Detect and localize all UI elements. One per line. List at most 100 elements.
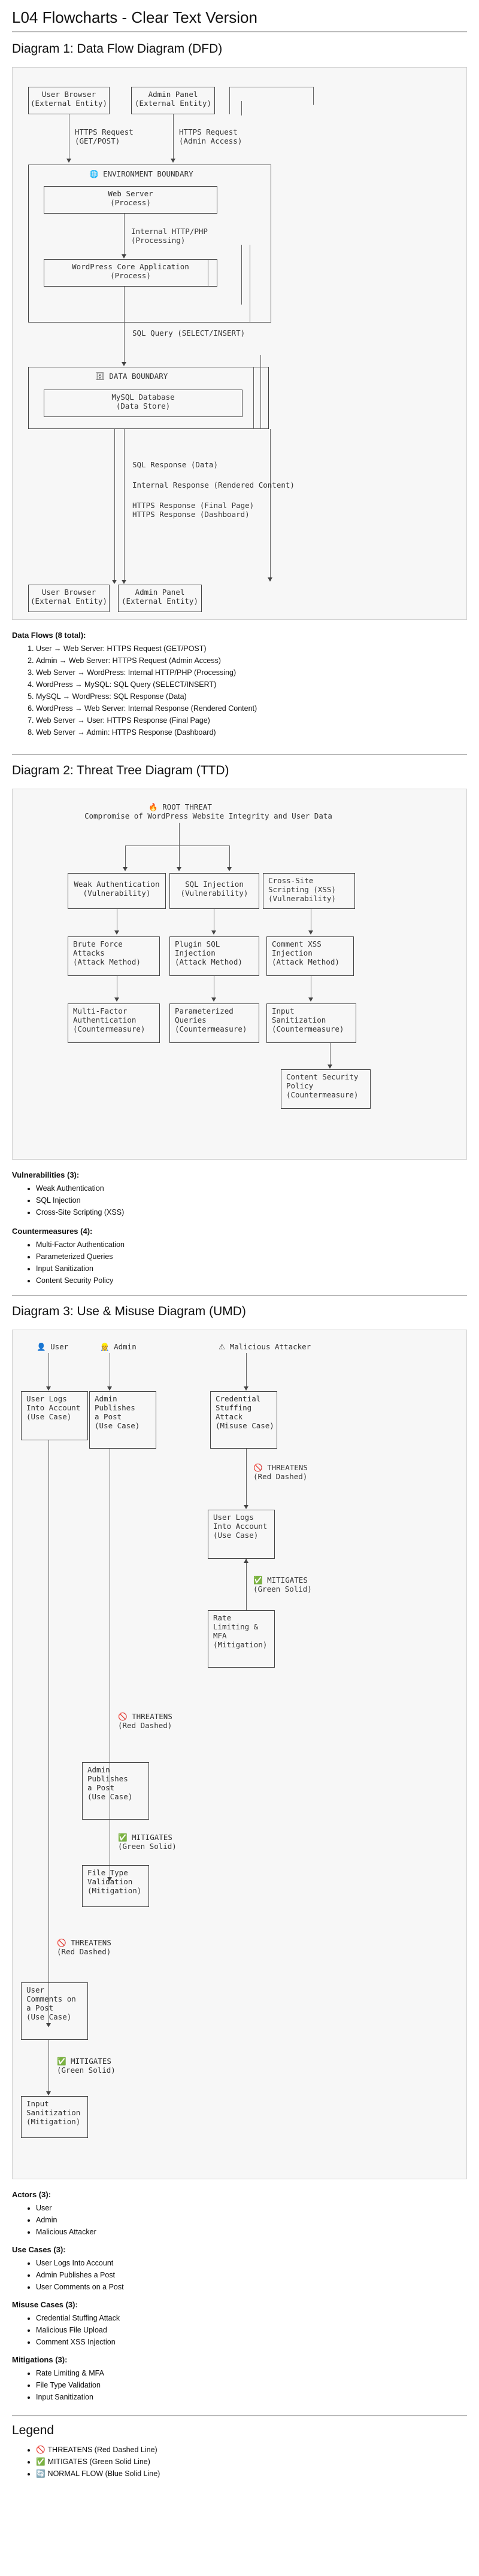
dfd-label-https-admin: HTTPS Request (Admin Access) [179,127,242,145]
data-flow-item: MySQL → WordPress: SQL Response (Data) [36,691,257,702]
umd-misuse-list: Credential Stuffing AttackMalicious File… [12,2312,120,2348]
umd-mitigates-3: ✅ MITIGATES (Green Solid) [57,2057,116,2075]
arrow-down-icon [244,1505,248,1509]
arrow-down-icon [244,1386,248,1391]
arrow-down-icon [107,1386,112,1391]
umd-actor-user-label: User [50,1342,69,1351]
user-icon: 👤 [37,1342,46,1351]
arrow-down-icon [227,867,232,871]
legend-item: 🔄 NORMAL FLOW (Blue Solid Line) [36,2468,160,2480]
vulnerability-item: Weak Authentication [36,1182,124,1194]
umd-actor-user: 👤 User [37,1342,68,1351]
umd-line [48,1353,49,1389]
umd-use-cases-list: User Logs Into AccountAdmin Publishes a … [12,2257,124,2293]
ttd-root-line [179,823,180,846]
actor-item: Admin [36,2214,96,2226]
umd-mitigations-list: Rate Limiting & MFAFile Type ValidationI… [12,2367,104,2403]
countermeasure-item: Parameterized Queries [36,1251,125,1263]
umd-actor-admin: 👷 Admin [100,1342,137,1351]
title-divider [12,31,467,32]
countermeasure-item: Input Sanitization [36,1263,125,1275]
umd-uc-login: User Logs Into Account (Use Case) [21,1391,88,1440]
dfd-sql-line [124,287,125,364]
umd-line [246,1353,247,1389]
umd-mit-filetype: File Type Validation (Mitigation) [82,1865,149,1907]
mitigation-item: File Type Validation [36,2379,104,2391]
ttd-heading: Diagram 2: Threat Tree Diagram (TTD) [12,764,229,777]
dfd-line [229,87,230,114]
arrow-down-icon [107,1877,112,1881]
data-flow-item: Web Server → Admin: HTTPS Response (Dash… [36,726,257,738]
umd-actors-list: UserAdminMalicious Attacker [12,2202,96,2238]
countermeasure-item: Multi-Factor Authentication [36,1239,125,1251]
umd-threatens-3: 🚫 THREATENS (Red Dashed) [57,1938,111,1956]
mitigation-item: Input Sanitization [36,2391,104,2403]
data-flow-item: Web Server → User: HTTPS Response (Final… [36,714,257,726]
umd-uc-comment: User Comments on a Post (Use Case) [21,1982,88,2040]
mitigation-item: Rate Limiting & MFA [36,2367,104,2379]
umd-mitigate-line [246,1559,247,1610]
ttd-cm-mfa: Multi-Factor Authentication (Countermeas… [68,1003,160,1043]
dfd-internal-line [124,214,125,257]
umd-misuse-title: Misuse Cases (3): [12,2300,78,2309]
dfd-mysql: MySQL Database (Data Store) [44,390,242,417]
ttd-cm-list: Multi-Factor AuthenticationParameterized… [12,1239,125,1287]
arrow-down-icon [114,997,119,1002]
dfd-data-boundary [28,367,269,429]
ttd-line [179,846,180,869]
admin-icon: 👷 [100,1342,110,1351]
dfd-user-browser-bottom: User Browser (External Entity) [28,585,110,612]
database-icon: 🗄 [95,372,105,381]
dfd-response-line-admin [124,429,125,582]
arrow-down-icon [171,159,175,163]
dfd-admin-panel-top: Admin Panel (External Entity) [131,87,215,114]
arrow-down-icon [268,577,272,582]
umd-actor-attacker: ⚠ Malicious Attacker [219,1342,311,1351]
arrow-down-icon [46,1386,51,1391]
dfd-label-sql-response: SQL Response (Data) [132,460,218,469]
vulnerability-item: Cross-Site Scripting (XSS) [36,1206,124,1218]
legend-icon: ✅ [36,2457,48,2466]
arrow-down-icon [177,867,181,871]
umd-threatens-label: THREATENS (Red Dashed) [57,1938,111,1956]
umd-mit-rate: Rate Limiting & MFA (Mitigation) [208,1610,275,1668]
dfd-line [313,87,314,105]
umd-actor-admin-label: Admin [114,1342,137,1351]
umd-mitigate-line [48,2040,49,2094]
misuse-case-item: Malicious File Upload [36,2324,120,2336]
dfd-flows-title: Data Flows (8 total): [12,631,86,640]
umd-mitigates-label: MITIGATES (Green Solid) [118,1833,177,1851]
dfd-heading: Diagram 1: Data Flow Diagram (DFD) [12,42,223,56]
arrow-up-icon [244,1559,248,1563]
ttd-attack-comment-xss: Comment XSS Injection (Attack Method) [266,936,354,976]
ttd-line [125,846,126,869]
umd-threatens-1: 🚫 THREATENS (Red Dashed) [253,1463,308,1481]
dfd-label-sql: SQL Query (SELECT/INSERT) [132,329,245,337]
umd-mitigates-label: MITIGATES (Green Solid) [253,1576,312,1593]
arrow-down-icon [308,930,313,935]
data-flow-item: Admin → Web Server: HTTPS Request (Admin… [36,655,257,667]
ttd-cm-param: Parameterized Queries (Countermeasure) [169,1003,259,1043]
umd-threatens-label: THREATENS (Red Dashed) [118,1712,172,1730]
dfd-label-https-responses: HTTPS Response (Final Page) HTTPS Respon… [132,501,254,519]
section-divider [12,2415,467,2416]
ttd-vuln-xss: Cross-Site Scripting (XSS) (Vulnerabilit… [263,873,355,909]
umd-mit-sanitize: Input Sanitization (Mitigation) [21,2096,88,2138]
misuse-case-item: Credential Stuffing Attack [36,2312,120,2324]
dfd-line [270,429,271,581]
dfd-env-boundary-label: 🌐 ENVIRONMENT BOUNDARY [89,169,193,178]
arrow-down-icon [122,254,126,258]
ttd-attack-plugin-sqli: Plugin SQL Injection (Attack Method) [169,936,259,976]
ttd-cm-sanitize: Input Sanitization (Countermeasure) [266,1003,356,1043]
arrow-down-icon [46,2023,51,2027]
umd-mitigations-title: Mitigations (3): [12,2355,68,2364]
legend-list: 🚫 THREATENS (Red Dashed Line)✅ MITIGATES… [12,2444,160,2480]
arrow-down-icon [66,159,71,163]
ttd-vuln-weak-auth: Weak Authentication (Vulnerability) [68,873,166,909]
dfd-label-internal-response: Internal Response (Rendered Content) [132,480,295,489]
umd-actor-attacker-label: Malicious Attacker [229,1342,311,1351]
data-flow-item: WordPress → Web Server: Internal Respons… [36,702,257,714]
mitigates-icon: ✅ [57,2057,66,2066]
umd-threat-line [246,1449,247,1507]
